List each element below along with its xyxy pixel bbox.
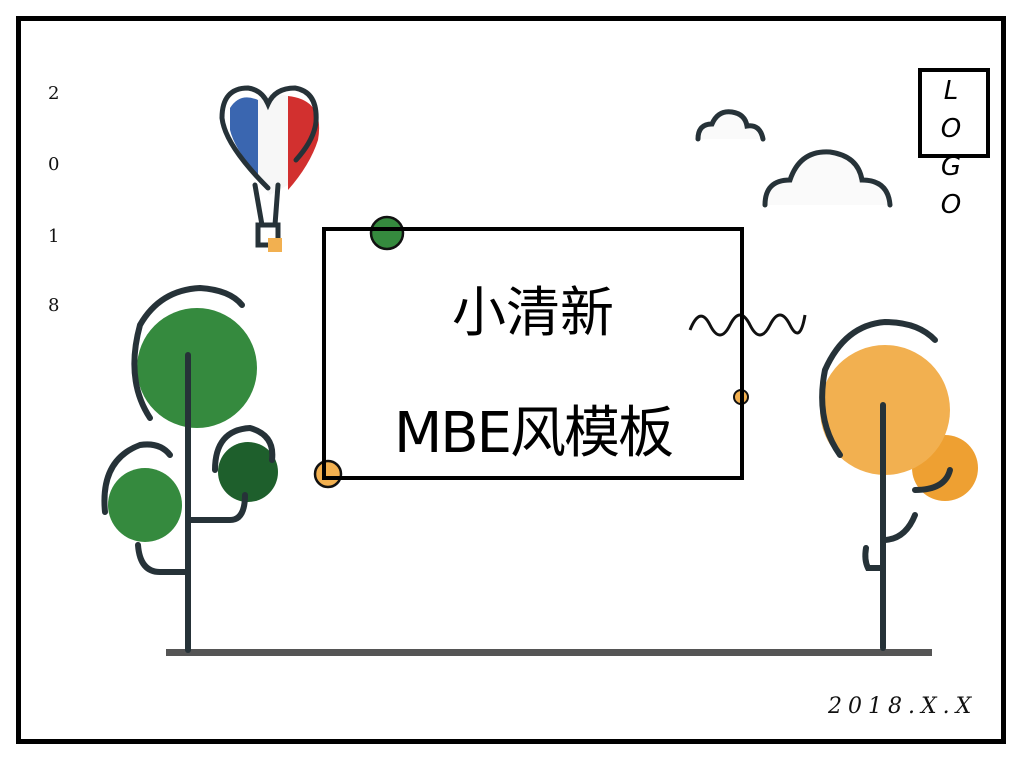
wave-decoration (688, 313, 807, 337)
title-line-2: MBE风模板 (393, 401, 674, 466)
left-tree-icon (101, 284, 278, 653)
year-digit: 0 (48, 154, 60, 175)
year-digit: 2 (48, 83, 60, 104)
heart-balloon-icon (219, 85, 320, 252)
logo: L O G O (918, 68, 990, 220)
green-dot (369, 215, 405, 251)
cloud-icon (695, 109, 893, 208)
logo-line-1: L O (940, 76, 972, 144)
orange-dot (313, 459, 343, 489)
year-digit: 8 (48, 295, 60, 316)
title-line-1: 小清新 (452, 281, 614, 344)
right-tree-icon (819, 318, 978, 651)
slide-frame (16, 16, 1006, 744)
date-text: 2018.X.X (828, 694, 978, 719)
logo-line-2: G O (940, 152, 972, 220)
title-box (322, 227, 744, 480)
ground-line (166, 649, 932, 656)
year-digit: 1 (48, 226, 60, 247)
